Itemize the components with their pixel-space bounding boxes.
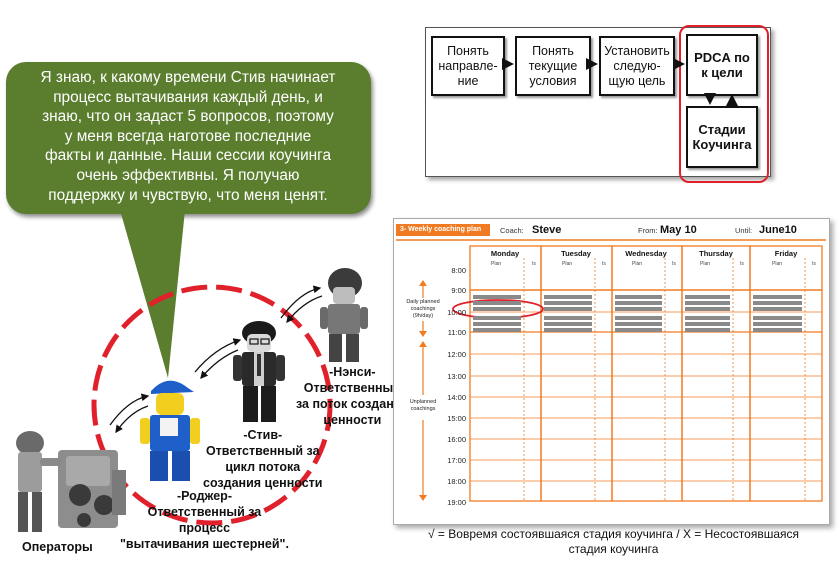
plan-header: Plan (491, 261, 502, 267)
time-label: 9:00 (451, 286, 466, 295)
until-label: Until: (735, 226, 753, 235)
steve-figure-icon (233, 321, 285, 422)
planned-slot (473, 295, 521, 299)
planned-slot (473, 322, 521, 326)
from-value: May 10 (660, 224, 697, 236)
planned-slot (615, 322, 662, 326)
operators-label: Операторы (22, 540, 93, 554)
coach-value: Steve (532, 224, 562, 236)
steve-label: -Стив- Ответственный за цикл потока созд… (203, 428, 323, 490)
time-label: 14:00 (447, 393, 466, 402)
time-label: 18:00 (447, 477, 466, 486)
schedule-title: 3- Weekly coaching plan (396, 224, 490, 236)
until-value: June10 (759, 224, 797, 236)
day-wednesday: Wednesday (625, 249, 667, 258)
bubble-line: факты и данные. Наши сессии коучинга (44, 147, 332, 165)
plan-header: Plan (772, 261, 783, 267)
roger-figure-icon (140, 380, 200, 481)
plan-header: Plan (700, 261, 711, 267)
planned-slot (615, 307, 662, 311)
planned-slot (544, 295, 592, 299)
planned-slot (685, 307, 730, 311)
legend-caption: √ = Вовремя состоявшаяся стадия коучинга… (428, 527, 799, 556)
planned-slot (473, 328, 521, 332)
planned-slot (544, 328, 592, 332)
planned-slot (615, 301, 662, 305)
plan-header: Plan (632, 261, 643, 267)
time-label: 10:00 (447, 308, 466, 317)
dashed-circle (91, 284, 333, 526)
planned-slot (753, 316, 802, 320)
planned-slot (615, 295, 662, 299)
is-header: Is (672, 261, 676, 267)
is-header: Is (602, 261, 606, 267)
planned-slot (685, 322, 730, 326)
unplanned-note: Unplanned coachings (409, 399, 437, 412)
planned-slot (615, 328, 662, 332)
is-header: Is (740, 261, 744, 267)
planned-slot (753, 301, 802, 305)
day-monday: Monday (490, 249, 520, 258)
operator-machine-icon (16, 431, 126, 532)
planned-slot (473, 316, 521, 320)
planned-slot (473, 301, 521, 305)
nancy-label: -Нэнси- Ответственный за поток создания … (296, 365, 409, 427)
speech-bubble (6, 62, 371, 214)
planned-slot (544, 301, 592, 305)
planned-slot (685, 295, 730, 299)
day-friday: Friday (774, 249, 798, 258)
planned-slot (544, 307, 592, 311)
planned-slot (473, 307, 521, 311)
planned-slot (544, 322, 592, 326)
bubble-line: знаю, что он задаст 5 вопросов, поэтому (42, 108, 334, 126)
planned-slot (753, 328, 802, 332)
day-tuesday: Tuesday (561, 249, 591, 258)
bubble-line: очень эффективны. Я получаю (76, 166, 300, 184)
planned-slot (685, 301, 730, 305)
nancy-figure-icon (320, 268, 368, 362)
bubble-line: Я знаю, к какому времени Стив начинает (40, 69, 336, 86)
planned-slot (544, 316, 592, 320)
daily-planned-note: Daily planned coachings (9h/day) (406, 299, 440, 319)
day-thursday: Thursday (699, 249, 733, 258)
plan-header: Plan (562, 261, 573, 267)
planned-slot (753, 295, 802, 299)
planned-slot (685, 328, 730, 332)
coach-label: Coach: (500, 226, 524, 235)
planned-slot (753, 322, 802, 326)
time-label: 15:00 (447, 414, 466, 423)
bubble-line: поддержку и чувствую, что меня ценят. (48, 186, 328, 204)
from-label: From: (638, 226, 658, 235)
is-header: Is (812, 261, 816, 267)
time-label: 12:00 (447, 350, 466, 359)
is-header: Is (532, 261, 536, 267)
planned-slot (753, 307, 802, 311)
planned-slot (685, 316, 730, 320)
time-label: 17:00 (447, 456, 466, 465)
planned-slot (615, 316, 662, 320)
time-label: 16:00 (447, 435, 466, 444)
highlight-frame (679, 25, 769, 183)
time-label: 19:00 (447, 498, 466, 507)
speech-bubble-text: Я знаю, к какому времени Стив начинает п… (12, 68, 364, 205)
time-label: 11:00 (447, 328, 466, 337)
time-label: 8:00 (451, 266, 466, 275)
bubble-line: процесс вытачивания каждый день, и (53, 88, 323, 106)
time-label: 13:00 (447, 372, 466, 381)
roger-label: -Роджер- Ответственный за процесс "вытач… (120, 489, 289, 551)
bubble-line: у меня всегда наготове последние (64, 127, 312, 145)
